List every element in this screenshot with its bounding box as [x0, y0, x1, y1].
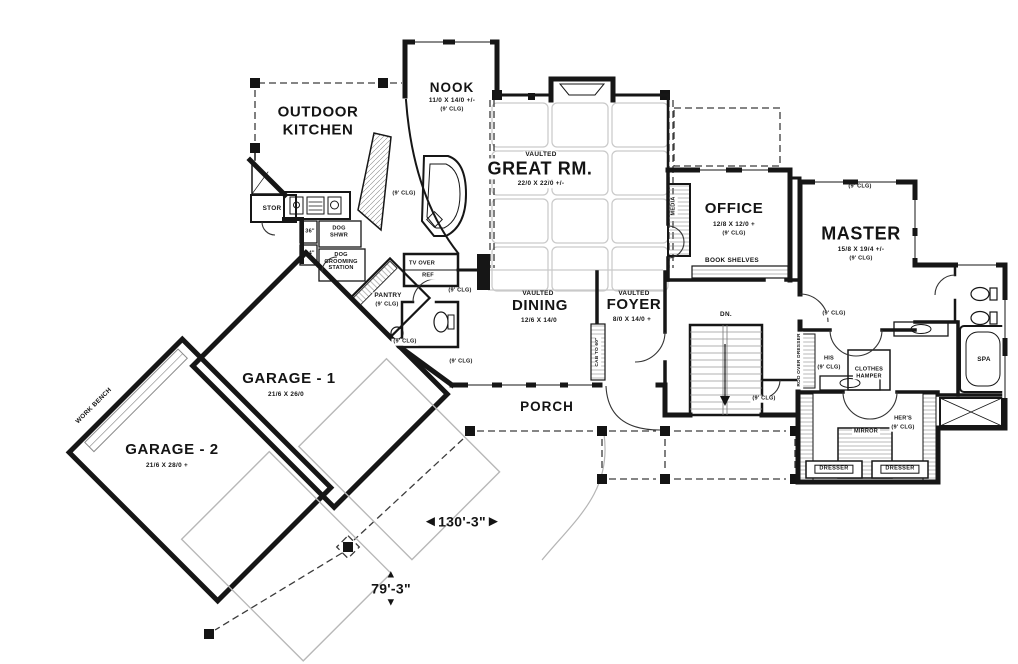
office-dims: 12/8 X 12/0 + [712, 221, 756, 229]
master-dims: 15/8 X 19/4 +/- [837, 246, 885, 254]
dim-arrow-up-icon: ▲ [385, 568, 397, 581]
overall-depth-value: 79'-3" [371, 580, 411, 597]
master-ceiling-note: (9' CLG) [849, 255, 873, 262]
nook-ceiling-note: (9' CLG) [440, 106, 464, 113]
room-label-outdoor-kitchen: OUTDOOR KITCHEN [277, 103, 359, 138]
room-label-great-room: GREAT RM. [485, 158, 595, 180]
stairs-down-label: DN. [718, 311, 734, 319]
cab-to-60-label: CAB TO 60" [595, 335, 601, 369]
rod-over-dresser-label: ROD OVER DRESSER [797, 331, 803, 389]
dresser-left-label: DRESSER [814, 464, 854, 474]
dog-shower-label: DOG SHWR [330, 225, 348, 238]
nook-dims: 11/0 X 14/0 +/- [428, 97, 476, 105]
overall-depth-dimension: ▲ 79'-3" ▼ [371, 568, 411, 609]
door-arcs [261, 221, 956, 431]
room-label-office: OFFICE [704, 200, 764, 218]
dining-vaulted-tag: VAULTED [522, 290, 554, 298]
dim-arrow-right-icon: ▶ [488, 515, 498, 528]
hers-closet-ceiling-note: (9' CLG) [889, 424, 917, 432]
kitchen-ceiling-note: (9' CLG) [392, 190, 416, 197]
pantry-ceiling-note: (9' CLG) [373, 301, 401, 309]
dog-grooming-label: DOG GROOMING STATION [324, 252, 358, 272]
dresser-right-label: DRESSER [880, 464, 920, 474]
room-label-master: MASTER [821, 223, 901, 244]
clothes-hamper-label: CLOTHES HAMPER [852, 366, 886, 380]
room-label-dining: DINING [511, 297, 569, 315]
great-room-dims: 22/0 X 22/0 +/- [515, 180, 567, 188]
great-room-vaulted-tag: VAULTED [523, 151, 559, 159]
mirror-label: MIRROR [852, 428, 880, 436]
spa-label: SPA [975, 356, 993, 364]
master-hall-ceiling-note: (9' CLG) [820, 310, 848, 318]
pantry-label: PANTRY [372, 292, 404, 300]
book-shelves-label: BOOK SHELVES [705, 257, 759, 265]
master-top-ceiling-note: (9' CLG) [848, 183, 872, 190]
room-label-porch: PORCH [520, 399, 574, 415]
dim-arrow-down-icon: ▼ [385, 596, 397, 609]
room-label-foyer: FOYER [606, 296, 662, 314]
garage-2-dims: 21/6 X 28/0 + [145, 462, 189, 470]
overall-width-value: 130'-3" [438, 513, 486, 530]
stairs [690, 325, 762, 415]
hall-ceiling-note: (9' CLG) [448, 287, 472, 294]
storage-label: STOR [262, 205, 282, 213]
mud-ceiling-note: (9' CLG) [449, 358, 473, 365]
overall-width-dimension: ◀ 130'-3" ▶ [426, 514, 497, 531]
room-label-nook: NOOK [429, 80, 475, 96]
counter-24-label: 24" [305, 250, 315, 257]
garage-1-dims: 21/6 X 26/0 [268, 391, 304, 399]
ref-label: REF [420, 272, 436, 280]
foyer-dims: 8/0 X 14/0 + [612, 316, 652, 324]
dim-arrow-left-icon: ◀ [426, 515, 436, 528]
powder-ceiling-note: (9' CLG) [391, 338, 419, 346]
hers-closet-label: HER'S [892, 415, 914, 423]
dining-dims: 12/6 X 14/0 [521, 317, 557, 325]
windows [415, 39, 1008, 398]
tv-over-label: TV OVER [407, 260, 437, 268]
his-closet-ceiling-note: (9' CLG) [815, 364, 843, 372]
office-ceiling-note: (9' CLG) [722, 230, 746, 237]
his-closet-label: HIS [822, 355, 836, 363]
room-label-garage-1: GARAGE - 1 [242, 370, 336, 388]
room-label-garage-2: GARAGE - 2 [125, 441, 219, 459]
counter-36-label: 36" [305, 228, 315, 235]
media-label: MEDIA [670, 194, 678, 218]
foyer-vaulted-tag: VAULTED [618, 290, 650, 298]
stair-room-ceiling-note: (9' CLG) [750, 395, 778, 403]
